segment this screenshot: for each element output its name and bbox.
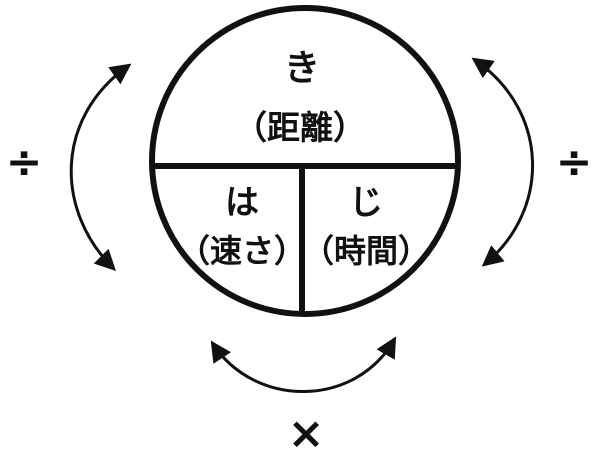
right-divide-symbol: ÷ (556, 137, 593, 188)
bottom-left-kana: は (225, 183, 259, 223)
top-kana: き (284, 48, 320, 89)
multiply-symbol: × (288, 408, 325, 459)
bottom-right-kana: じ (349, 183, 383, 223)
bottom-left-term: （速さ） (178, 232, 306, 270)
bottom-right-term: （時間） (302, 232, 430, 270)
bottom-arrow (210, 336, 397, 393)
right-arrow (471, 57, 535, 267)
left-arrow (69, 63, 132, 271)
left-divide-symbol: ÷ (6, 137, 43, 188)
top-term: （距離） (234, 108, 366, 147)
